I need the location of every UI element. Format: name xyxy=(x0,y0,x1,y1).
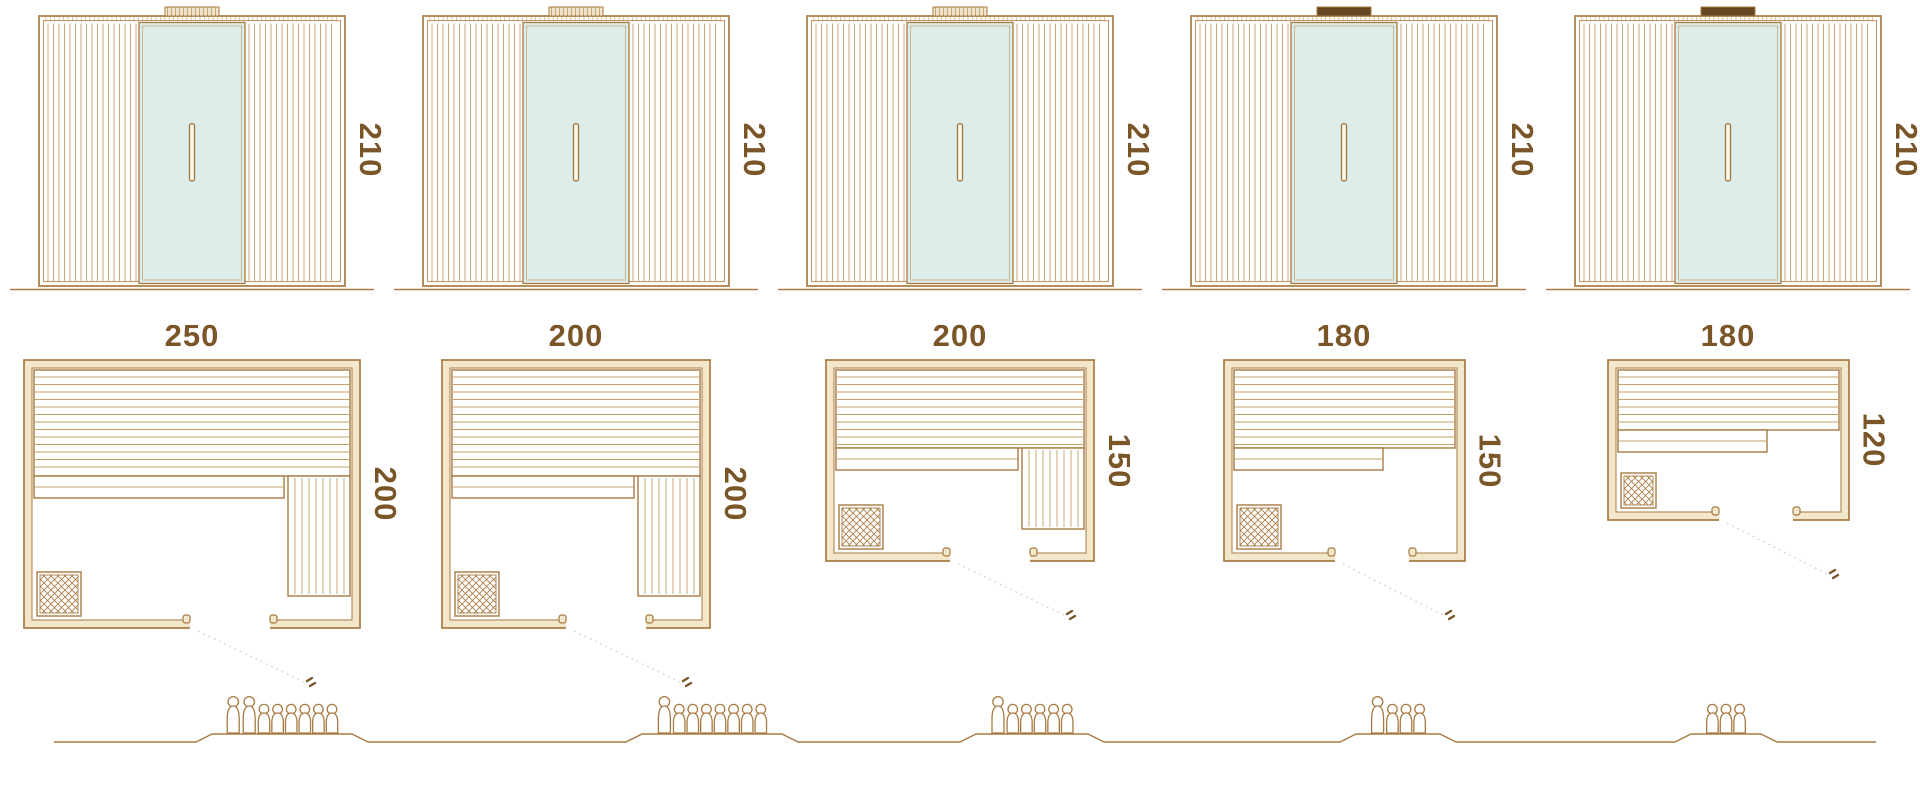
roof-cap xyxy=(1700,6,1756,17)
sauna-elevation-3: 210 xyxy=(778,6,1156,293)
sauna-floorplan-drawing xyxy=(1606,359,1850,580)
door-jamb xyxy=(645,614,654,624)
people-group-3 xyxy=(991,695,1074,734)
width-dimension-label: 180 xyxy=(1316,318,1372,353)
door-handle xyxy=(1340,123,1348,182)
door-handle-mark xyxy=(305,676,314,683)
roof-cap xyxy=(932,6,988,17)
bench-top xyxy=(1232,369,1456,449)
door-opening xyxy=(190,619,270,631)
depth-dimension-label: 200 xyxy=(368,466,403,522)
door-swing-line xyxy=(1726,522,1829,576)
sauna-floorplan-drawing xyxy=(1222,359,1466,621)
people-group-1 xyxy=(226,695,339,734)
depth-dimension-label: 120 xyxy=(1856,412,1892,468)
capacity-people-row xyxy=(54,695,1876,743)
sauna-front-drawing xyxy=(10,6,374,291)
door-jamb xyxy=(1029,547,1038,557)
sauna-plan-1: 250 200 xyxy=(23,318,403,688)
sauna-plan-5: 180 120 xyxy=(1606,318,1892,580)
bench-top xyxy=(835,369,1085,449)
sauna-elevation-1: 210 xyxy=(10,6,388,293)
sauna-front-drawing xyxy=(1162,6,1526,291)
door-swing-line xyxy=(957,563,1067,617)
sauna-plan-3: 200 150 xyxy=(825,318,1137,621)
sauna-elevation-4: 210 xyxy=(1162,6,1540,293)
people-group-2 xyxy=(657,695,768,734)
door-jamb xyxy=(1407,547,1417,557)
door-jamb xyxy=(942,547,951,557)
bench-right xyxy=(637,475,701,597)
door-jamb xyxy=(1326,547,1336,557)
people-group-4 xyxy=(1370,695,1426,734)
roof-cap xyxy=(1316,6,1372,17)
height-dimension-label: 210 xyxy=(1505,122,1540,177)
door-handle-mark xyxy=(681,676,690,683)
sauna-elevation-5: 210 xyxy=(1546,6,1920,293)
door-jamb xyxy=(269,614,278,624)
door-jamb xyxy=(1791,506,1801,516)
door-swing-line xyxy=(1342,563,1445,617)
sauna-floorplan-drawing xyxy=(825,359,1095,621)
height-dimension-label: 210 xyxy=(1121,122,1156,177)
sauna-elevation-2: 210 xyxy=(394,6,772,293)
sauna-plan-2: 200 200 xyxy=(441,318,753,688)
people-group-5 xyxy=(1706,703,1746,734)
door-handle-mark xyxy=(308,681,317,688)
sauna-front-drawing xyxy=(394,6,758,291)
width-dimension-label: 200 xyxy=(548,318,604,353)
sauna-column-4: 210 180 150 xyxy=(1152,0,1540,621)
door-jamb xyxy=(558,614,567,624)
door-handle-mark xyxy=(1447,614,1455,621)
bench-top xyxy=(1616,369,1840,431)
width-dimension-label: 250 xyxy=(164,318,220,353)
depth-dimension-label: 150 xyxy=(1102,433,1137,488)
sauna-front-drawing xyxy=(1546,6,1910,291)
door-opening xyxy=(1334,552,1409,564)
sauna-column-5: 210 180 120 xyxy=(1536,0,1920,580)
door-swing-line xyxy=(197,630,307,684)
height-dimension-label: 210 xyxy=(1889,122,1920,177)
bench-right xyxy=(1021,447,1085,530)
depth-dimension-label: 150 xyxy=(1472,433,1508,488)
sauna-floorplan-drawing xyxy=(23,359,361,688)
door-handle-mark xyxy=(1068,614,1077,621)
bench-right xyxy=(287,475,351,597)
door-handle xyxy=(1724,123,1732,182)
door-opening xyxy=(1718,511,1793,523)
bench-top xyxy=(33,369,351,477)
door-opening xyxy=(566,619,646,631)
depth-dimension-label: 200 xyxy=(718,466,753,522)
door-jamb xyxy=(182,614,191,624)
height-dimension-label: 210 xyxy=(737,122,772,177)
roof-cap xyxy=(548,6,604,17)
height-dimension-label: 210 xyxy=(353,122,388,177)
door-swing-line xyxy=(573,630,683,684)
sauna-plan-4: 180 150 xyxy=(1222,318,1508,621)
sauna-front-drawing xyxy=(778,6,1142,291)
sauna-columns: 210 250 200 210 200 200 xyxy=(0,0,1920,688)
bench-top xyxy=(451,369,701,477)
door-handle xyxy=(572,123,580,182)
width-dimension-label: 200 xyxy=(932,318,988,353)
roof-cap xyxy=(164,6,220,17)
sauna-column-2: 210 200 200 xyxy=(384,0,772,688)
door-handle-mark xyxy=(684,681,693,688)
width-dimension-label: 180 xyxy=(1700,318,1756,353)
sauna-column-1: 210 250 200 xyxy=(0,0,403,688)
door-jamb xyxy=(1710,506,1720,516)
door-handle-mark xyxy=(1831,573,1839,580)
door-handle xyxy=(188,123,196,182)
door-handle-mark xyxy=(1828,568,1836,575)
sauna-floorplan-drawing xyxy=(441,359,711,688)
door-handle-mark xyxy=(1065,609,1074,616)
sauna-column-3: 210 200 150 xyxy=(768,0,1156,621)
door-handle xyxy=(956,123,964,182)
ground-line xyxy=(54,733,1876,743)
door-handle-mark xyxy=(1444,609,1452,616)
door-opening xyxy=(950,552,1030,564)
